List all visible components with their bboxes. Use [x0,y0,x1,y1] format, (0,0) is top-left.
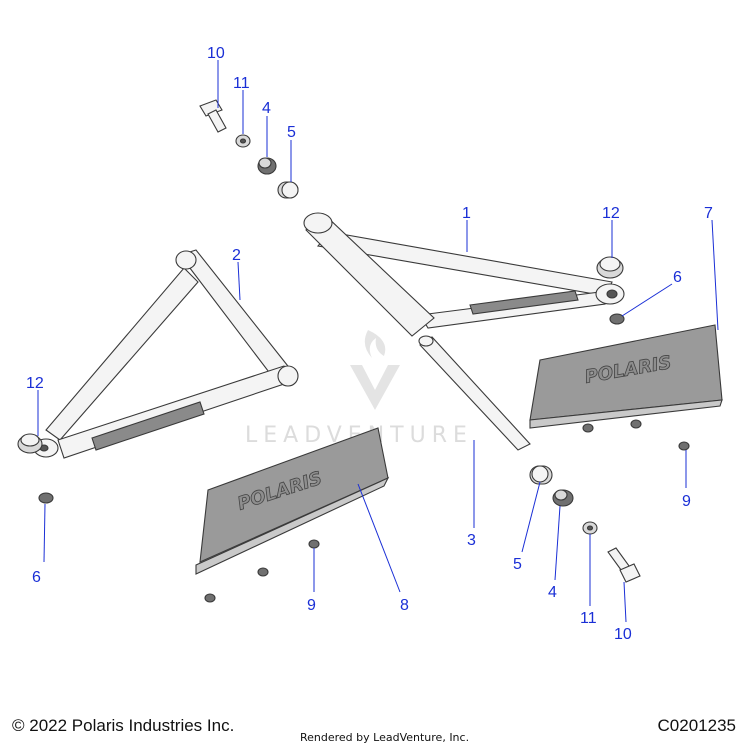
callout-6-right: 6 [673,269,682,286]
callout-2: 2 [232,247,241,264]
pivot-shaft [418,335,531,451]
bolt-top [199,99,227,133]
callout-4-bottom: 4 [548,584,557,601]
guard-7-right: POLARIS [529,324,723,429]
leader-lines [37,60,719,623]
callout-9-right: 9 [682,493,691,510]
callout-11-bottom: 11 [580,610,597,627]
lower-a-arm [33,249,299,459]
spacer-5-bottom [529,465,553,485]
callout-4-top: 4 [262,100,271,117]
nut-6-left [38,492,54,504]
callout-10-bottom: 10 [614,626,632,643]
callout-1: 1 [462,205,471,222]
bushing-4-top [257,157,277,175]
spacer-5-top [277,181,299,199]
bolt-bottom [607,547,641,583]
callout-5-top: 5 [287,124,296,141]
upper-a-arm [303,212,625,337]
callout-11-top: 11 [233,75,250,92]
callout-3: 3 [467,532,476,549]
screws-9 [204,419,690,603]
nut-6-right [609,313,625,325]
cap-12-right [596,256,624,279]
callout-7: 7 [704,205,713,222]
callout-12-left: 12 [26,375,44,392]
callout-6-left: 6 [32,569,41,586]
callout-10-top: 10 [207,45,225,62]
rendered-by-text: Rendered by LeadVenture, Inc. [300,731,470,744]
copyright-text: © 2022 Polaris Industries Inc. [12,716,235,735]
callout-5-bottom: 5 [513,556,522,573]
callout-numbers: 10 11 4 5 1 12 7 2 6 12 6 9 3 5 4 11 10 … [26,45,713,643]
guard-8-left: POLARIS [195,427,390,575]
callout-8: 8 [400,597,409,614]
cap-12-left [17,433,43,454]
bushing-4-bottom [552,489,574,507]
callout-12-right: 12 [602,205,620,222]
callout-9-left: 9 [307,597,316,614]
diagram-code: C0201235 [657,716,736,735]
